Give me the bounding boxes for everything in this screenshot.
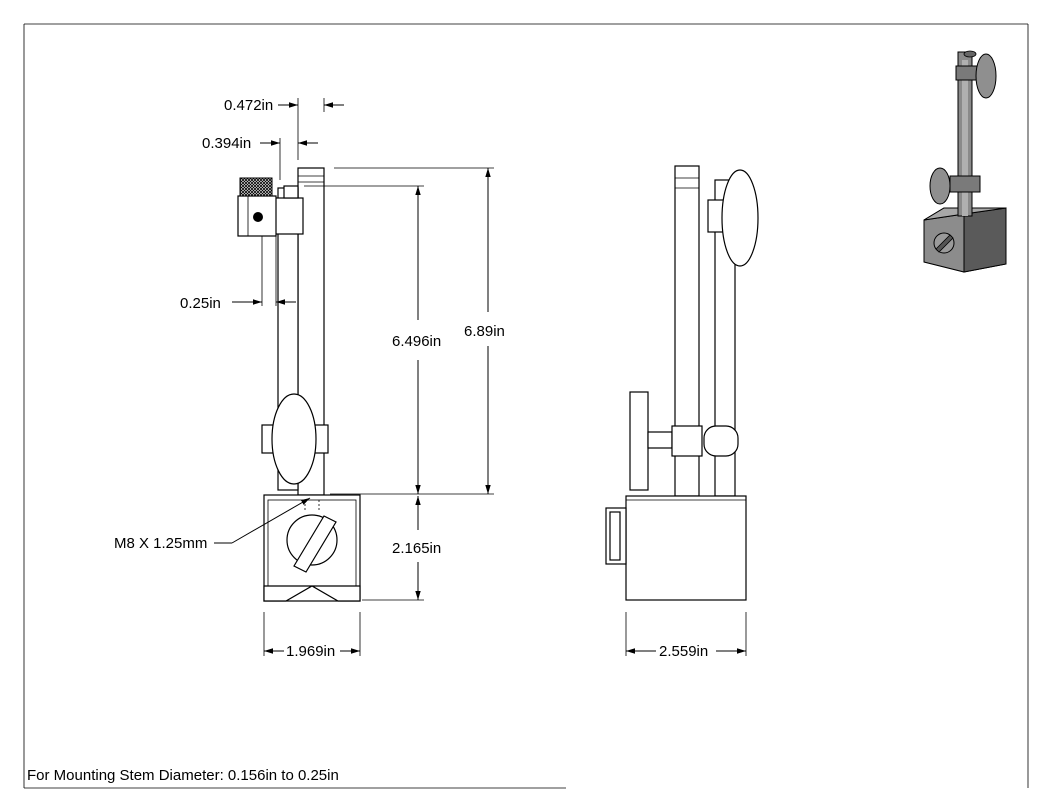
extension-lines	[261, 98, 747, 656]
dim-base-depth: 2.559in	[626, 643, 746, 660]
isometric-view	[923, 50, 1007, 273]
dim-base-width: 1.969in	[264, 643, 360, 660]
dim-overall-height: 6.89in	[464, 168, 505, 494]
dim-label-stem-hole: 0.25in	[180, 295, 221, 312]
front-view	[237, 167, 361, 602]
footer-note: For Mounting Stem Diameter: 0.156in to 0…	[27, 767, 339, 784]
drawing-frame	[23, 23, 1029, 789]
dim-base-height: 2.165in	[392, 496, 441, 600]
dim-column-height: 6.496in	[392, 186, 441, 494]
dim-holder-width: 0.394in	[202, 135, 318, 152]
clamp-hole-icon	[253, 212, 263, 222]
dim-label-overall-height: 6.89in	[464, 323, 505, 340]
dim-label-stem-offset: 0.472in	[224, 97, 273, 114]
dim-stem-offset: 0.472in	[224, 97, 344, 114]
dim-label-holder-width: 0.394in	[202, 135, 251, 152]
dim-stem-hole: 0.25in	[180, 295, 296, 312]
dim-label-column-height: 6.496in	[392, 333, 441, 350]
dim-label-base-height: 2.165in	[392, 540, 441, 557]
dim-label-base-width: 1.969in	[286, 643, 335, 660]
dim-label-thread: M8 X 1.25mm	[114, 535, 207, 552]
side-view	[605, 165, 759, 601]
dim-label-base-depth: 2.559in	[659, 643, 708, 660]
dim-thread-callout: M8 X 1.25mm	[114, 497, 311, 552]
